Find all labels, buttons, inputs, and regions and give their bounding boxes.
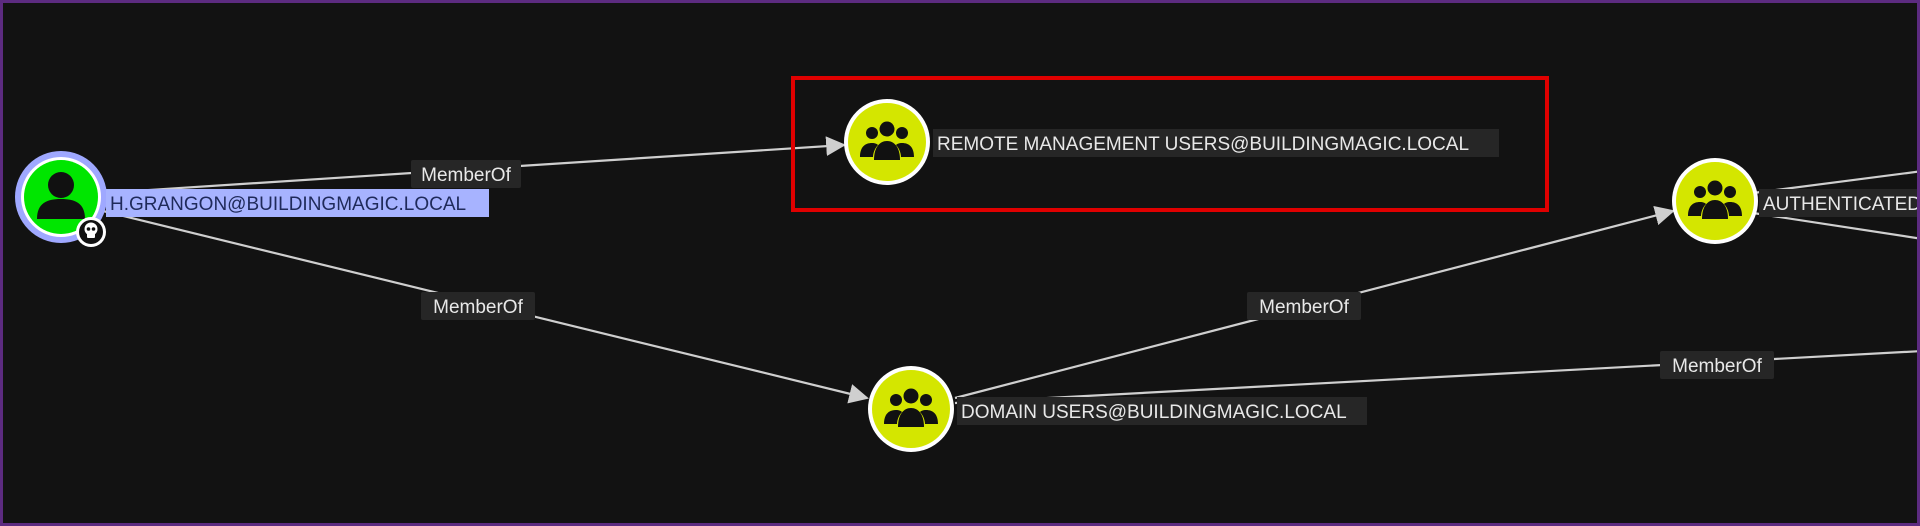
edge-label-memberof[interactable]: MemberOf (1247, 292, 1361, 320)
edge-label-memberof[interactable]: MemberOf (1660, 351, 1774, 379)
edge-domain-users-to-offscreen[interactable] (954, 350, 1920, 405)
graph-svg[interactable]: MemberOf MemberOf MemberOf MemberOf H. (3, 3, 1920, 526)
edge-label-memberof[interactable]: MemberOf (421, 292, 535, 320)
edge-label-memberof[interactable]: MemberOf (411, 160, 521, 188)
group-icon (860, 121, 914, 160)
edge-label-text: MemberOf (433, 297, 523, 318)
node-user-h-grangon[interactable]: H.GRANGON@BUILDINGMAGIC.LOCAL (15, 151, 489, 247)
group-icon (884, 388, 938, 427)
node-label: REMOTE MANAGEMENT USERS@BUILDINGMAGIC.LO… (937, 134, 1469, 155)
user-icon (37, 172, 85, 219)
skull-icon (76, 217, 106, 247)
node-group-domain-users[interactable]: DOMAIN USERS@BUILDINGMAGIC.LOCAL (868, 366, 1367, 452)
edge-label-text: MemberOf (1672, 356, 1762, 377)
edge-authenticated-to-offscreen-lower[interactable] (1752, 211, 1920, 240)
node-label: H.GRANGON@BUILDINGMAGIC.LOCAL (110, 194, 466, 215)
edge-label-text: MemberOf (421, 165, 511, 186)
node-label: AUTHENTICATED (1763, 194, 1920, 215)
node-group-authenticated[interactable]: AUTHENTICATED (1672, 158, 1920, 244)
group-icon (1688, 180, 1742, 219)
node-label: DOMAIN USERS@BUILDINGMAGIC.LOCAL (961, 402, 1347, 423)
node-label-background (106, 189, 489, 217)
highlight-box (791, 76, 1549, 212)
node-group-remote-management-users[interactable]: REMOTE MANAGEMENT USERS@BUILDINGMAGIC.LO… (844, 99, 1499, 185)
edge-label-text: MemberOf (1259, 297, 1349, 318)
